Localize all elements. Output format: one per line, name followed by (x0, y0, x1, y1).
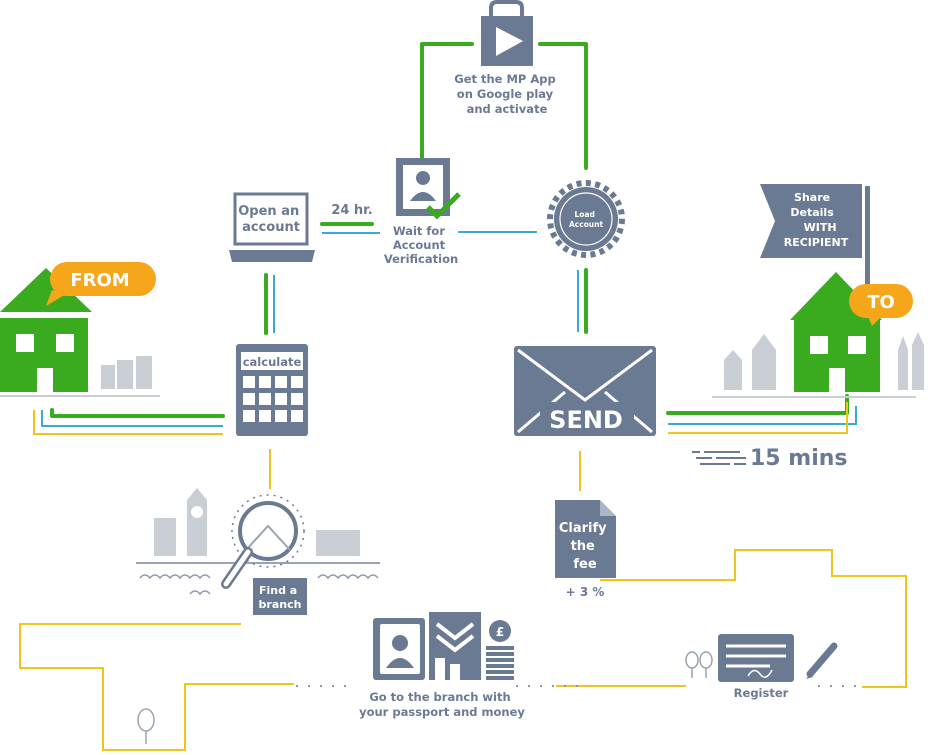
to-label: TO (867, 292, 895, 313)
shopping-bag-play-icon (481, 0, 533, 66)
from-city-skyline-icon (0, 356, 160, 397)
laptop-icon: Open an account (229, 192, 315, 262)
from-label-bubble: FROM (46, 262, 156, 306)
fee-percent-label: + 3 % (566, 585, 605, 599)
app-step-label: Get the MP App on Google play and activa… (454, 72, 559, 116)
register-label: Register (734, 686, 789, 700)
magnifier-icon (221, 494, 305, 589)
share-details-label: Share Details WITH RECIPIENT (784, 191, 849, 249)
london-skyline-icon (136, 488, 380, 596)
speed-lines (692, 451, 746, 465)
blue-route (41, 231, 857, 427)
to-label-bubble: TO (849, 284, 913, 326)
open-account-label: Open an account (238, 204, 304, 235)
to-city-skyline-icon (712, 332, 924, 398)
gear-icon: Load Account (547, 180, 625, 258)
calculate-label: calculate (243, 355, 302, 369)
verified-user-icon (396, 158, 461, 220)
yellow-route (19, 402, 907, 751)
transfer-time-label: 15 mins (750, 446, 848, 471)
coins-icon: £ (486, 620, 514, 680)
svg-text:£: £ (496, 625, 504, 639)
flag-icon: Share Details WITH RECIPIENT (760, 184, 870, 291)
bank-icon (429, 612, 481, 680)
find-branch-box: Find a branch (253, 578, 307, 615)
passport-icon (373, 618, 425, 680)
wait-verification-label: Wait for Account Verification (384, 224, 458, 266)
from-house-icon (0, 268, 92, 392)
load-account-label: Load Account (569, 210, 604, 229)
send-label: SEND (549, 406, 623, 434)
tree-icon (137, 651, 713, 744)
register-card-icon (718, 634, 794, 682)
find-branch-label: Find a branch (259, 584, 302, 611)
envelope-icon: SEND (514, 346, 656, 436)
clarify-fee-label: Clarify the fee (559, 521, 611, 572)
pen-icon (806, 642, 838, 679)
from-label: FROM (70, 270, 129, 291)
wait-time-label: 24 hr. (331, 203, 372, 218)
go-branch-label: Go to the branch with your passport and … (359, 690, 525, 719)
calculator-icon: calculate (236, 344, 308, 436)
document-icon: Clarify the fee (555, 500, 616, 578)
